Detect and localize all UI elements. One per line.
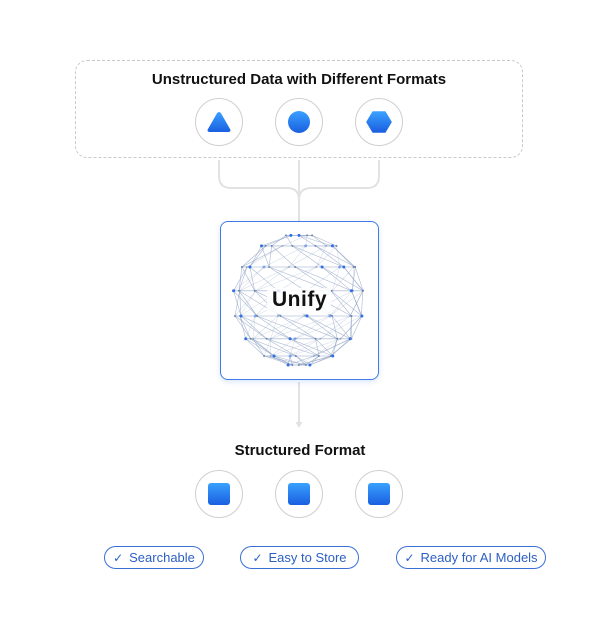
input-format-circle — [275, 98, 323, 146]
connector-left — [218, 160, 300, 221]
unify-box: Unify — [220, 221, 379, 380]
pill-label: Ready for AI Models — [420, 550, 538, 565]
hexagon-icon — [366, 111, 392, 133]
square-icon — [288, 483, 310, 505]
pill-label: Easy to Store — [268, 550, 347, 565]
output-format-1 — [195, 470, 243, 518]
structured-title: Structured Format — [234, 442, 366, 459]
unstructured-data-panel: Unstructured Data with Different Formats — [75, 60, 523, 158]
arrow-head — [295, 422, 303, 428]
pill-searchable: ✓ Searchable — [104, 546, 204, 569]
pill-label: Searchable — [129, 550, 195, 565]
square-icon — [368, 483, 390, 505]
unify-label: Unify — [272, 288, 327, 311]
triangle-icon — [207, 112, 231, 132]
network-sphere-graphic — [232, 233, 365, 367]
connector-right — [298, 160, 380, 201]
check-icon: ✓ — [113, 550, 124, 565]
check-icon: ✓ — [404, 550, 415, 565]
output-format-3 — [355, 470, 403, 518]
unstructured-title: Unstructured Data with Different Formats — [151, 71, 447, 88]
check-icon: ✓ — [252, 550, 263, 565]
pill-ready-for-ai-models: ✓ Ready for AI Models — [396, 546, 546, 569]
input-format-hexagon — [355, 98, 403, 146]
square-icon — [208, 483, 230, 505]
pill-easy-to-store: ✓ Easy to Store — [240, 546, 359, 569]
output-format-2 — [275, 470, 323, 518]
input-format-triangle — [195, 98, 243, 146]
structured-section: Structured Format — [0, 442, 600, 462]
circle-icon — [288, 111, 310, 133]
